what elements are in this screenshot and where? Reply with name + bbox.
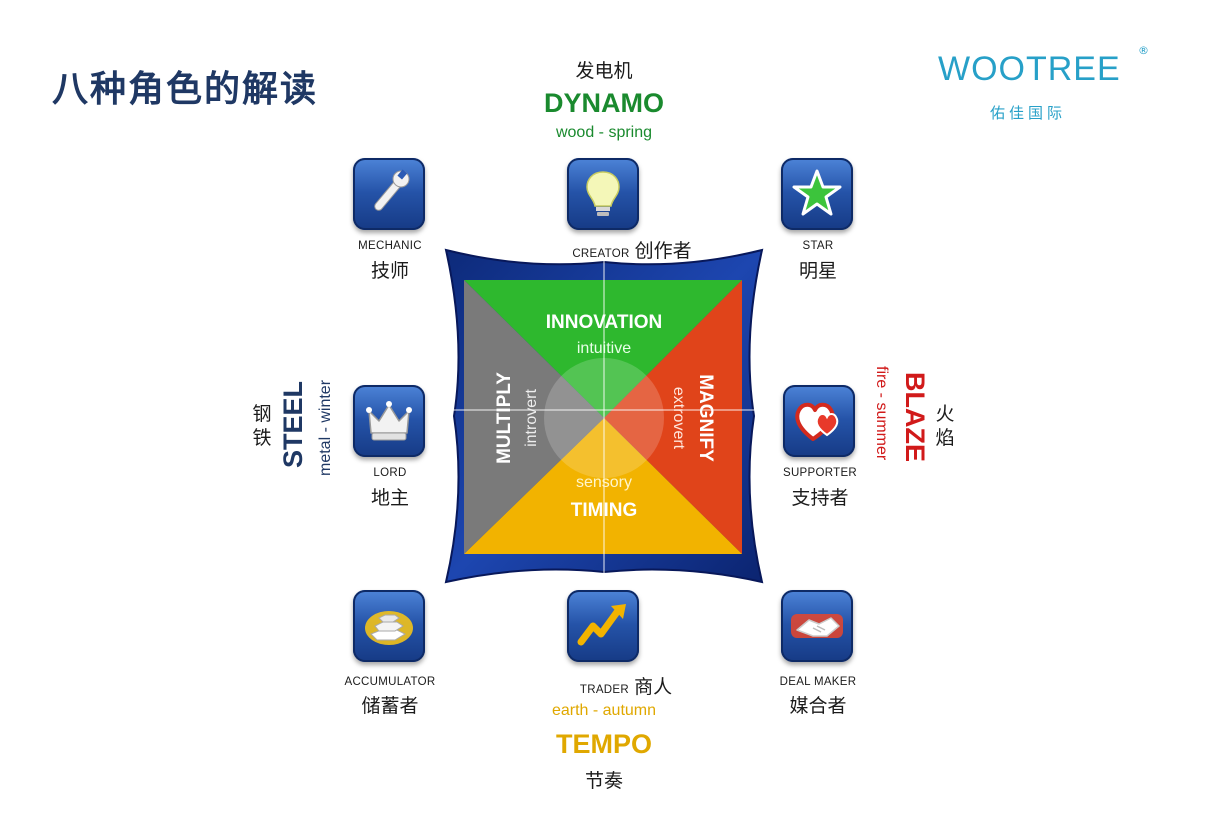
steel-cn-label: 钢铁 <box>252 403 272 449</box>
tempo-cn-label: 节奏 <box>584 770 624 792</box>
creator-label-group: CREATOR 创作者 <box>572 236 691 263</box>
star-tile <box>781 158 853 230</box>
brand-logo-subtitle: 佑佳国际 <box>990 104 1067 122</box>
trader-cn-label: 商人 <box>634 676 673 698</box>
tempo-subtitle: earth - autumn <box>551 702 657 719</box>
mechanic-cn-label: 技师 <box>370 260 410 282</box>
quadrant-top-title: INNOVATION <box>546 312 662 333</box>
brand-logo: WOOTREE <box>938 50 1121 88</box>
creator-tile <box>567 158 639 230</box>
heart-icon <box>795 402 839 441</box>
wealth-dynamics-square: INNOVATION intuitive sensory TIMING MULT… <box>444 248 764 584</box>
supporter-cn-label: 支持者 <box>791 487 849 509</box>
creator-label: CREATOR <box>572 248 630 260</box>
handshake-icon <box>791 614 843 638</box>
blaze-cn-label: 火焰 <box>935 403 955 449</box>
accumulator-cn-label: 储蓄者 <box>361 695 419 717</box>
quadrant-top-subtitle: intuitive <box>577 340 631 357</box>
trader-label-group: TRADER 商人 <box>580 672 672 699</box>
blaze-name: BLAZE <box>900 372 930 462</box>
creator-cn-label: 创作者 <box>634 240 692 262</box>
quadrant-top <box>464 280 742 418</box>
quadrant-left-title: MULTIPLY <box>494 372 515 464</box>
accumulator-label: ACCUMULATOR <box>344 676 436 688</box>
steel-name: STEEL <box>278 380 308 468</box>
lord-tile <box>353 385 425 457</box>
mechanic-tile <box>353 158 425 230</box>
dynamo-subtitle: wood - spring <box>555 124 653 141</box>
mechanic-label: MECHANIC <box>358 240 422 252</box>
accumulator-tile <box>353 590 425 662</box>
dealmaker-label: DEAL MAKER <box>779 676 857 688</box>
crown-icon <box>366 401 412 441</box>
lightbulb-icon <box>586 171 620 216</box>
star-icon <box>792 169 842 216</box>
quadrant-right <box>604 280 742 554</box>
registered-mark: ® <box>1138 44 1149 57</box>
quadrant-left <box>464 280 604 554</box>
dynamo-name: DYNAMO <box>544 88 664 118</box>
trader-tile <box>567 590 639 662</box>
blaze-subtitle: fire - summer <box>873 366 890 461</box>
tempo-name: TEMPO <box>555 729 653 759</box>
gold-bars-icon <box>365 611 413 645</box>
lord-label: LORD <box>373 467 407 479</box>
dynamo-cn-label: 发电机 <box>575 60 633 82</box>
supporter-label: SUPPORTER <box>782 467 858 479</box>
star-label: STAR <box>802 240 834 252</box>
page-title: 八种角色的解读 <box>52 69 319 110</box>
trader-label: TRADER <box>579 684 629 696</box>
quadrant-right-title: MAGNIFY <box>695 374 716 462</box>
quadrant-left-subtitle: introvert <box>523 389 540 447</box>
trend-arrow-icon <box>577 604 626 646</box>
wrench-icon <box>374 169 410 211</box>
dealmaker-tile <box>781 590 853 662</box>
quadrant-bottom-title: TIMING <box>571 500 638 521</box>
star-cn-label: 明星 <box>798 260 838 282</box>
dealmaker-cn-label: 媒合者 <box>789 695 847 717</box>
quadrant-right-subtitle: extrovert <box>670 387 687 450</box>
quadrant-bottom <box>464 418 742 554</box>
quadrant-bottom-subtitle: sensory <box>576 474 632 491</box>
steel-subtitle: metal - winter <box>317 379 334 476</box>
lord-cn-label: 地主 <box>370 487 410 509</box>
supporter-tile <box>783 385 855 457</box>
